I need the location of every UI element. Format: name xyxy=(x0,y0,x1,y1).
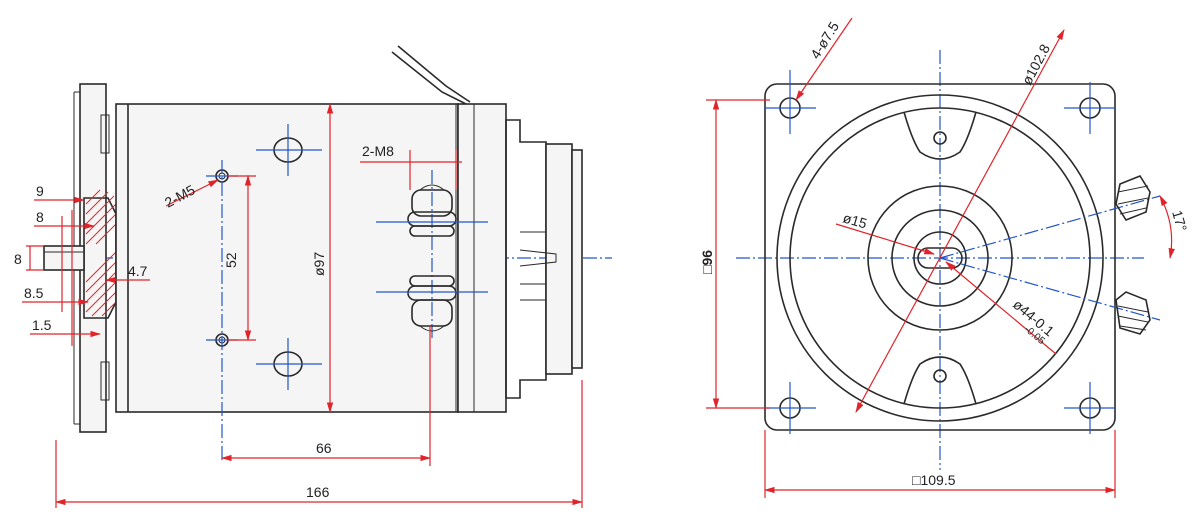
lead-wire xyxy=(391,51,467,105)
phillips-screw-bottom xyxy=(256,338,322,390)
dim-52: 52 xyxy=(223,174,256,342)
svg-text:□109.5: □109.5 xyxy=(912,472,956,488)
dim-1-5: 1.5 xyxy=(30,317,102,338)
motor-housing xyxy=(115,103,459,413)
dim-2-m8: 2-M8 xyxy=(360,143,462,190)
terminal-stud-bottom xyxy=(407,275,457,332)
svg-text:8.5: 8.5 xyxy=(24,285,44,301)
terminal-lower xyxy=(1115,291,1151,335)
svg-text:52: 52 xyxy=(223,252,239,268)
svg-text:8: 8 xyxy=(36,209,44,225)
dim-96: □96 xyxy=(699,98,770,410)
corner-hole-tr xyxy=(1064,82,1116,134)
end-view: 17° 4-ø7.5 ø102.8 ø15 ø44-0.1 -0.05 xyxy=(699,17,1190,498)
svg-text:1.5: 1.5 xyxy=(32,317,52,333)
dim-8-5: 8.5 xyxy=(22,285,90,306)
terminal-upper xyxy=(1115,175,1151,221)
corner-hole-br xyxy=(1064,382,1116,434)
rear-cover xyxy=(545,143,573,375)
dim-9: 9 xyxy=(34,183,86,204)
corner-hole-bl xyxy=(764,382,816,434)
svg-text:17°: 17° xyxy=(1169,208,1190,233)
brush-cover xyxy=(505,119,547,399)
end-cap xyxy=(457,103,507,413)
dim-66: 66 xyxy=(220,326,432,466)
dim-17-deg: 17° xyxy=(1159,195,1190,260)
svg-text:8: 8 xyxy=(14,251,22,267)
side-view: 9 8 8 8.5 1.5 4.7 2-M5 xyxy=(14,45,612,508)
svg-text:66: 66 xyxy=(316,440,332,456)
rear-plate xyxy=(571,149,583,369)
svg-text:166: 166 xyxy=(306,484,330,500)
dim-44: ø44-0.1 -0.05 xyxy=(945,261,1057,355)
dim-97: ø97 xyxy=(311,102,334,414)
svg-text:9: 9 xyxy=(36,183,44,199)
dim-166: 166 xyxy=(54,380,584,508)
corner-hole-tl xyxy=(764,70,816,134)
svg-text:□96: □96 xyxy=(699,250,715,274)
svg-text:4.7: 4.7 xyxy=(128,263,148,279)
phillips-screw-top xyxy=(256,124,322,176)
svg-text:ø102.8: ø102.8 xyxy=(1019,41,1054,87)
dim-4-holes: 4-ø7.5 xyxy=(795,17,853,101)
dim-4-7: 4.7 xyxy=(61,210,150,346)
dim-102-8: ø102.8 xyxy=(855,29,1065,413)
terminal-stud-top xyxy=(407,184,457,237)
dim-8-upper: 8 xyxy=(34,209,96,230)
dim-8-shaft: 8 xyxy=(14,245,44,271)
dim-109-5: □109.5 xyxy=(763,430,1117,498)
output-shaft xyxy=(43,245,85,271)
svg-text:ø97: ø97 xyxy=(311,252,327,276)
dim-15: ø15 xyxy=(835,210,936,255)
svg-text:2-M8: 2-M8 xyxy=(362,143,394,159)
svg-text:ø15: ø15 xyxy=(841,210,869,232)
